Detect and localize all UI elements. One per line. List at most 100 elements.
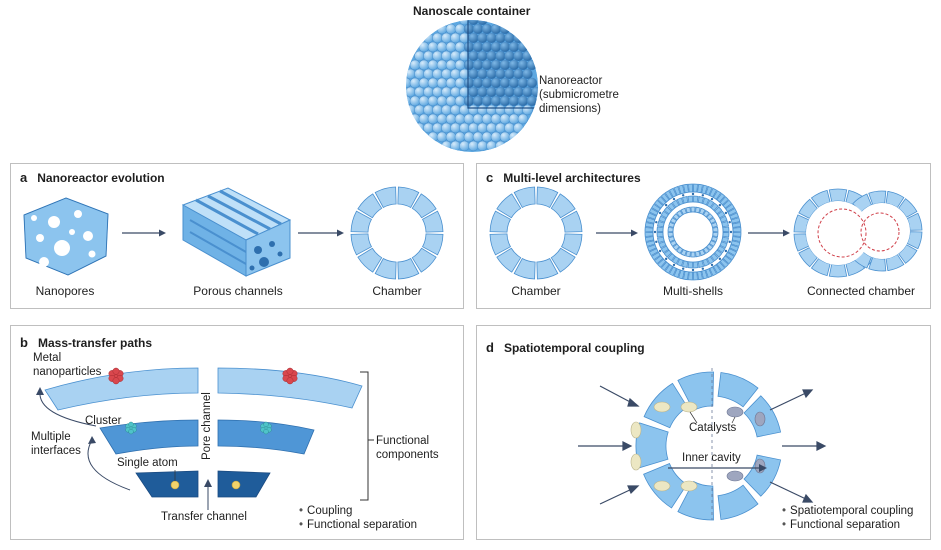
- inner-layer-right: [217, 470, 271, 498]
- panel-d-bullet-text-1: Spatiotemporal coupling: [790, 505, 914, 517]
- label-porous-channels: Porous channels: [193, 284, 283, 298]
- panel-c-heading: c Multi-level architectures: [486, 170, 641, 185]
- sphere-bead: [522, 68, 533, 80]
- nanoreactor-label-line-1: Nanoreactor: [539, 75, 603, 87]
- catalyst-cream-5: [653, 480, 671, 492]
- catalyst-cream-6: [680, 480, 698, 492]
- catalyst-grey-1: [726, 406, 744, 418]
- metal-line-1: Metal: [33, 352, 62, 364]
- panel-c-title: Multi-level architectures: [503, 171, 641, 185]
- ring-segment: [513, 257, 536, 280]
- functional-line-1: Functional: [376, 435, 430, 447]
- panel-a-title: Nanoreactor evolution: [37, 171, 165, 185]
- chamber-ring-c: [489, 186, 583, 280]
- nanoreactor-label: Nanoreactor (submicrometre dimensions): [539, 74, 619, 116]
- cluster-particle-right: [260, 421, 272, 435]
- panel-b-heading: b Mass-transfer paths: [20, 335, 152, 350]
- ring-segment: [350, 233, 373, 256]
- catalyst-cream-2: [680, 401, 698, 413]
- panel-d-letter: d: [486, 340, 494, 355]
- label-metal-nanoparticles: Metal nanoparticles: [33, 351, 101, 379]
- ring-segment: [536, 186, 559, 209]
- ring-segment: [496, 193, 522, 219]
- label-chamber-a: Chamber: [372, 284, 422, 298]
- metal-nanoparticle-left: [108, 367, 124, 385]
- chamber-ring-a: [350, 186, 444, 280]
- outer-layer-left: [44, 367, 199, 411]
- panel-d-title: Spatiotemporal coupling: [503, 341, 645, 355]
- ring-segment: [550, 247, 576, 273]
- ring-segment: [411, 247, 437, 273]
- ring-segment: [550, 193, 576, 219]
- panel-b-bullet-separation: •Functional separation: [299, 519, 417, 531]
- panel-d-bullet-separation: •Functional separation: [782, 519, 900, 531]
- panel-b-title: Mass-transfer paths: [37, 336, 153, 350]
- ring-segment: [411, 193, 437, 219]
- panel-b-bullet-text-2: Functional separation: [307, 519, 417, 531]
- metal-line-2: nanoparticles: [33, 366, 102, 378]
- interfaces-line-2: interfaces: [31, 445, 81, 457]
- sphere-bead: [468, 20, 479, 26]
- label-multiple-interfaces: Multiple interfaces: [31, 430, 81, 458]
- single-atom-right: [231, 480, 241, 490]
- panel-b-letter: b: [20, 335, 28, 350]
- label-cluster: Cluster: [85, 415, 122, 427]
- ring-segment: [357, 247, 383, 273]
- label-transfer-channel: Transfer channel: [161, 511, 247, 523]
- sphere-bead: [517, 113, 529, 125]
- label-functional-components: Functional components: [376, 434, 439, 462]
- ring-segment: [397, 257, 420, 280]
- ring-segment: [513, 186, 536, 209]
- label-inner-cavity: Inner cavity: [682, 452, 741, 464]
- sphere-bead: [477, 20, 488, 26]
- cluster-particle-left: [125, 421, 137, 435]
- multi-shells-sphere: [644, 183, 742, 281]
- metal-nanoparticle-right: [282, 367, 298, 385]
- label-connected-chamber: Connected chamber: [806, 284, 916, 298]
- label-catalysts: Catalysts: [689, 422, 737, 434]
- label-multi-shells: Multi-shells: [662, 284, 724, 298]
- sphere-bead: [531, 86, 538, 98]
- spatiotemporal-ring: [635, 371, 782, 521]
- nanoreactor-label-line-3: dimensions): [539, 103, 601, 115]
- panel-a-letter: a: [20, 170, 28, 185]
- inner-layer-left: [135, 470, 199, 498]
- sphere-bead: [526, 77, 538, 89]
- ring-segment: [560, 233, 583, 256]
- catalyst-cream-1: [653, 401, 671, 413]
- outer-layer-right: [217, 367, 363, 409]
- panel-d-bullet-spatiotemporal: •Spatiotemporal coupling: [782, 505, 914, 517]
- nanoreactor-sphere-illustration: [406, 20, 538, 152]
- ring-segment: [374, 257, 397, 280]
- catalyst-cream-4: [630, 453, 642, 471]
- ring-segment: [374, 186, 397, 209]
- panel-d-heading: d Spatiotemporal coupling: [486, 340, 645, 355]
- cavity-wall-segment: [677, 480, 714, 521]
- ring-segment: [560, 210, 583, 233]
- ring-segment: [421, 210, 444, 233]
- label-chamber-c: Chamber: [511, 284, 561, 298]
- catalyst-cream-3: [630, 421, 642, 439]
- ring-segment: [421, 233, 444, 256]
- ring-segment: [357, 193, 383, 219]
- label-nanopores: Nanopores: [35, 284, 95, 298]
- panel-d-bullet-text-2: Functional separation: [790, 519, 900, 531]
- panel-b-bullet-text-1: Coupling: [307, 505, 353, 517]
- interfaces-line-1: Multiple: [31, 431, 71, 443]
- catalyst-grey-2: [754, 411, 766, 427]
- porous-channels-block: [181, 187, 292, 277]
- header-title: Nanoscale container: [413, 4, 531, 18]
- middle-layer-right: [217, 419, 315, 455]
- panel-b-bullet-coupling: •Coupling: [299, 505, 353, 517]
- panel-a-heading: a Nanoreactor evolution: [20, 170, 165, 185]
- ring-segment: [350, 210, 373, 233]
- nanopores-hexagon: [23, 197, 109, 276]
- ring-segment: [489, 233, 512, 256]
- catalyst-grey-4: [726, 470, 744, 482]
- functional-line-2: components: [376, 449, 439, 461]
- cavity-wall-segment: [717, 484, 759, 520]
